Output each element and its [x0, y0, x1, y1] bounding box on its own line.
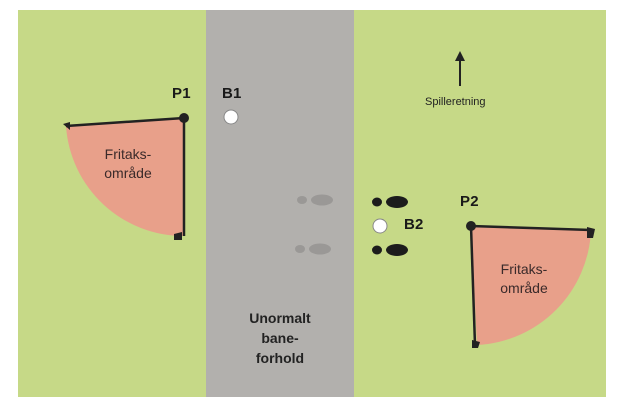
relief-area-right-corner	[472, 340, 480, 348]
footprint-icon	[386, 196, 408, 208]
up-arrow-icon	[455, 51, 465, 86]
relief-area-right-text: Fritaks- område	[484, 260, 564, 298]
footprints-original-stance	[295, 194, 333, 255]
relief-area-left-line2: område	[104, 165, 152, 181]
footprint-heel	[295, 245, 305, 253]
relief-area-right-edge	[469, 225, 477, 346]
ball-b1-label: B1	[222, 85, 242, 102]
point-p2-marker	[466, 221, 476, 231]
relief-area-left-corner	[63, 122, 70, 130]
footprint-icon	[309, 243, 331, 255]
relief-area-right-line2: område	[500, 280, 548, 296]
ball-b2	[372, 218, 388, 234]
relief-area-left-edge	[65, 116, 185, 128]
footprint-heel	[372, 245, 382, 255]
footprint-icon	[386, 244, 408, 256]
abnormal-ground-line1: Unormalt	[249, 310, 311, 326]
ball-b1	[223, 109, 239, 125]
relief-area-left-corner	[174, 232, 182, 240]
relief-area-right	[471, 226, 591, 345]
play-direction-label: Spilleretning	[425, 96, 486, 108]
ball-b2-label: B2	[404, 216, 424, 233]
footprint-icon	[311, 194, 333, 206]
abnormal-ground-label: Unormalt bane- forhold	[230, 308, 330, 368]
relief-area-right-line1: Fritaks-	[500, 261, 548, 277]
point-p1-label: P1	[172, 85, 191, 102]
relief-area-right-corner	[587, 227, 595, 238]
footprint-heel	[372, 197, 382, 207]
footprints-relief-stance	[372, 196, 408, 256]
relief-area-right-edge	[470, 224, 592, 232]
relief-area-left-text: Fritaks- område	[88, 145, 168, 183]
point-p1-marker	[179, 113, 189, 123]
relief-area-left	[66, 118, 184, 237]
relief-area-left-line1: Fritaks-	[104, 146, 152, 162]
abnormal-ground-line3: forhold	[255, 350, 305, 366]
point-p2-label: P2	[460, 193, 479, 210]
footprint-heel	[297, 196, 307, 204]
abnormal-ground-line2: bane-	[261, 330, 299, 346]
